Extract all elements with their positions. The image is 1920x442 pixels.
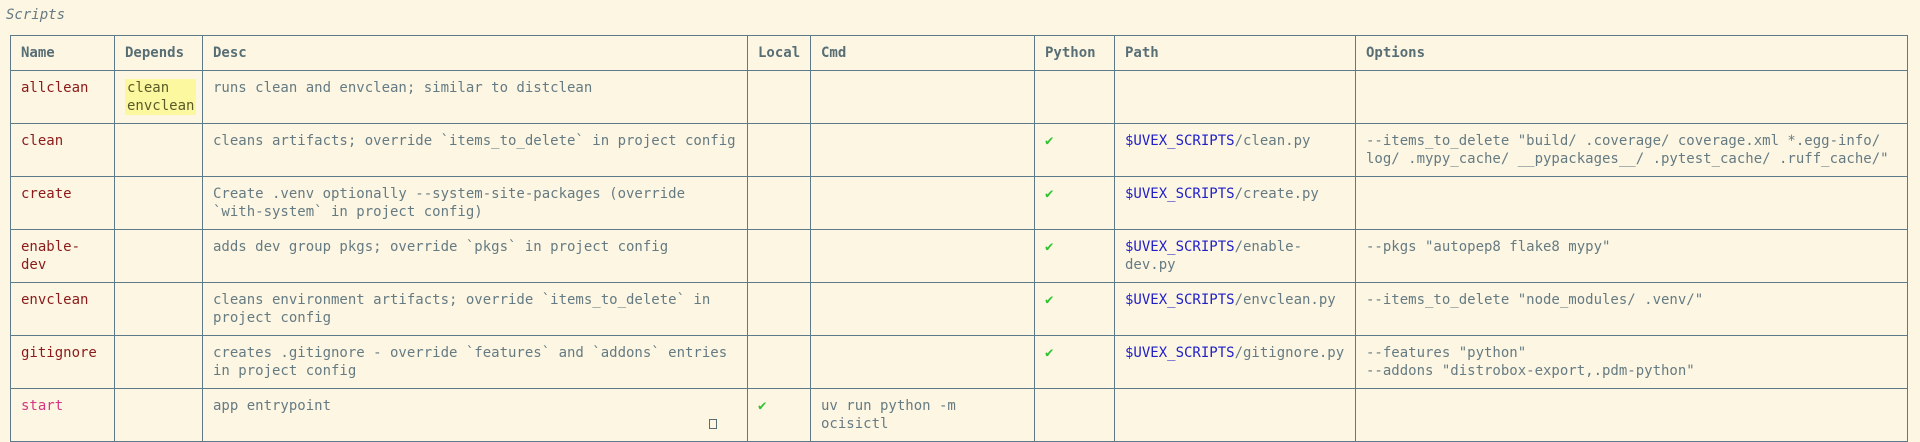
path-cell bbox=[1114, 70, 1356, 124]
python-cell: ✔ bbox=[1034, 335, 1115, 389]
description-cell: runs clean and envclean; similar to dist… bbox=[202, 70, 748, 124]
option-line: --addons "distrobox-export,.pdm-python" bbox=[1366, 363, 1695, 379]
depends-cell bbox=[114, 229, 203, 283]
option-line: --features "python" bbox=[1366, 345, 1527, 361]
local-cell bbox=[747, 176, 811, 230]
table-row[interactable]: enable-dev adds dev group pkgs; override … bbox=[10, 229, 1908, 283]
cmd-cell bbox=[810, 70, 1035, 124]
table-row[interactable]: envclean cleans environment artifacts; ov… bbox=[10, 282, 1908, 336]
path-variable: $UVEX_SCRIPTS bbox=[1125, 292, 1235, 308]
table-row[interactable]: clean cleans artifacts; override `items_t… bbox=[10, 123, 1908, 177]
description-cell: cleans artifacts; override `items_to_del… bbox=[202, 123, 748, 177]
path-variable: $UVEX_SCRIPTS bbox=[1125, 239, 1235, 255]
check-icon: ✔ bbox=[1045, 292, 1054, 308]
depends-badge: clean envclean bbox=[125, 79, 197, 115]
column-header-depends[interactable]: Depends bbox=[114, 35, 203, 71]
column-header-options[interactable]: Options bbox=[1355, 35, 1908, 71]
terminal-cursor bbox=[709, 419, 717, 429]
local-cell bbox=[747, 229, 811, 283]
cmd-cell bbox=[810, 282, 1035, 336]
option-line: --items_to_delete "node_modules/ .venv/" bbox=[1366, 292, 1704, 308]
column-header-local[interactable]: Local bbox=[747, 35, 811, 71]
python-cell bbox=[1034, 70, 1115, 124]
section-title: Scripts bbox=[6, 7, 66, 23]
options-cell: --pkgs "autopep8 flake8 mypy" bbox=[1355, 229, 1908, 283]
python-cell: ✔ bbox=[1034, 176, 1115, 230]
cmd-cell bbox=[810, 229, 1035, 283]
options-cell: --items_to_delete "node_modules/ .venv/" bbox=[1355, 282, 1908, 336]
check-icon: ✔ bbox=[1045, 186, 1054, 202]
script-name-cell[interactable]: allclean bbox=[10, 70, 115, 124]
depends-cell bbox=[114, 176, 203, 230]
script-name-cell[interactable]: gitignore bbox=[10, 335, 115, 389]
check-icon: ✔ bbox=[1045, 239, 1054, 255]
python-cell: ✔ bbox=[1034, 123, 1115, 177]
local-cell bbox=[747, 335, 811, 389]
check-icon: ✔ bbox=[758, 398, 767, 414]
python-cell: ✔ bbox=[1034, 282, 1115, 336]
path-file: /clean.py bbox=[1234, 133, 1311, 149]
options-cell bbox=[1355, 70, 1908, 124]
local-cell bbox=[747, 70, 811, 124]
depends-item: envclean bbox=[127, 98, 195, 114]
description-cell: adds dev group pkgs; override `pkgs` in … bbox=[202, 229, 748, 283]
options-cell: --items_to_delete "build/ .coverage/ cov… bbox=[1355, 123, 1908, 177]
path-file: /enable-dev.py bbox=[1125, 239, 1303, 273]
script-name-cell[interactable]: enable-dev bbox=[10, 229, 115, 283]
description-cell: Create .venv optionally --system-site-pa… bbox=[202, 176, 748, 230]
depends-cell bbox=[114, 335, 203, 389]
cmd-cell bbox=[810, 123, 1035, 177]
check-icon: ✔ bbox=[1045, 133, 1054, 149]
options-cell: --features "python" --addons "distrobox-e… bbox=[1355, 335, 1908, 389]
options-cell bbox=[1355, 176, 1908, 230]
table-row[interactable]: gitignore creates .gitignore - override `… bbox=[10, 335, 1908, 389]
check-icon: ✔ bbox=[1045, 345, 1054, 361]
column-header-name[interactable]: Name bbox=[10, 35, 115, 71]
script-name-cell[interactable]: envclean bbox=[10, 282, 115, 336]
description-cell: creates .gitignore - override `features`… bbox=[202, 335, 748, 389]
path-cell: $UVEX_SCRIPTS/gitignore.py bbox=[1114, 335, 1356, 389]
depends-item: clean bbox=[127, 80, 170, 96]
scripts-table: Name Depends Desc Local Cmd Python Path … bbox=[10, 35, 1908, 442]
column-header-desc[interactable]: Desc bbox=[202, 35, 748, 71]
path-file: /envclean.py bbox=[1234, 292, 1336, 308]
depends-cell bbox=[114, 282, 203, 336]
path-file: /create.py bbox=[1234, 186, 1319, 202]
path-cell: $UVEX_SCRIPTS/clean.py bbox=[1114, 123, 1356, 177]
column-header-path[interactable]: Path bbox=[1114, 35, 1356, 71]
table-row[interactable]: allclean clean envclean runs clean and envc… bbox=[10, 70, 1908, 124]
status-line bbox=[0, 413, 1920, 425]
column-header-python[interactable]: Python bbox=[1034, 35, 1115, 71]
column-header-cmd[interactable]: Cmd bbox=[810, 35, 1035, 71]
option-line: --items_to_delete "build/ .coverage/ cov… bbox=[1366, 133, 1889, 167]
local-cell bbox=[747, 282, 811, 336]
table-row[interactable]: create Create .venv optionally --system-s… bbox=[10, 176, 1908, 230]
table-header-row: Name Depends Desc Local Cmd Python Path … bbox=[10, 35, 1908, 71]
path-variable: $UVEX_SCRIPTS bbox=[1125, 186, 1235, 202]
script-name-cell[interactable]: clean bbox=[10, 123, 115, 177]
path-cell: $UVEX_SCRIPTS/create.py bbox=[1114, 176, 1356, 230]
path-cell: $UVEX_SCRIPTS/envclean.py bbox=[1114, 282, 1356, 336]
path-variable: $UVEX_SCRIPTS bbox=[1125, 133, 1235, 149]
local-cell bbox=[747, 123, 811, 177]
cmd-cell bbox=[810, 335, 1035, 389]
script-name-cell[interactable]: create bbox=[10, 176, 115, 230]
depends-cell: clean envclean bbox=[114, 70, 203, 124]
python-cell: ✔ bbox=[1034, 229, 1115, 283]
path-cell: $UVEX_SCRIPTS/enable-dev.py bbox=[1114, 229, 1356, 283]
depends-cell bbox=[114, 123, 203, 177]
cmd-cell bbox=[810, 176, 1035, 230]
path-variable: $UVEX_SCRIPTS bbox=[1125, 345, 1235, 361]
description-cell: cleans environment artifacts; override `… bbox=[202, 282, 748, 336]
option-line: --pkgs "autopep8 flake8 mypy" bbox=[1366, 239, 1611, 255]
path-file: /gitignore.py bbox=[1234, 345, 1345, 361]
